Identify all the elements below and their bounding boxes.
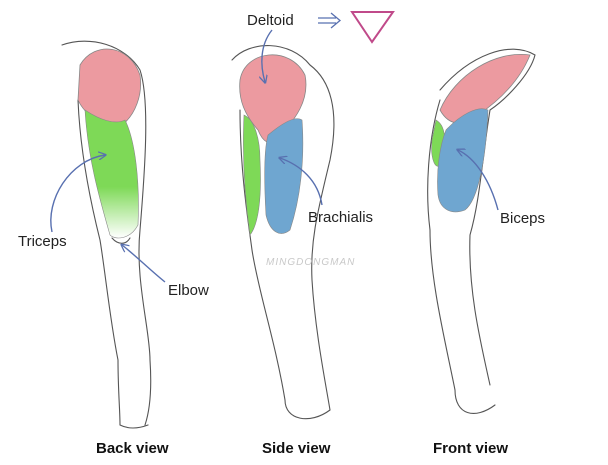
triceps-muscle-side (243, 114, 261, 236)
front-view-arm (427, 48, 536, 414)
caption-side-view: Side view (262, 440, 331, 457)
deltoid-shape-hint (318, 11, 395, 44)
elbow-arrow (122, 245, 166, 283)
watermark: MINGDONGMAN (266, 257, 355, 268)
label-brachialis: Brachialis (308, 209, 373, 226)
biceps-muscle (437, 108, 489, 213)
label-elbow: Elbow (168, 282, 209, 299)
caption-back-view: Back view (96, 440, 169, 457)
label-biceps: Biceps (500, 210, 545, 227)
triceps-arrow (50, 155, 105, 233)
deltoid-arrow (262, 29, 273, 82)
brachialis-arrow (280, 158, 323, 206)
brachialis-muscle (264, 118, 304, 234)
label-deltoid: Deltoid (247, 12, 294, 29)
caption-front-view: Front view (433, 440, 508, 457)
back-view-arm (61, 40, 152, 429)
biceps-arrow (458, 150, 499, 211)
triangle-icon (350, 11, 395, 44)
label-triceps: Triceps (18, 233, 67, 250)
triceps-muscle (84, 109, 139, 239)
side-view-arm (231, 45, 335, 420)
